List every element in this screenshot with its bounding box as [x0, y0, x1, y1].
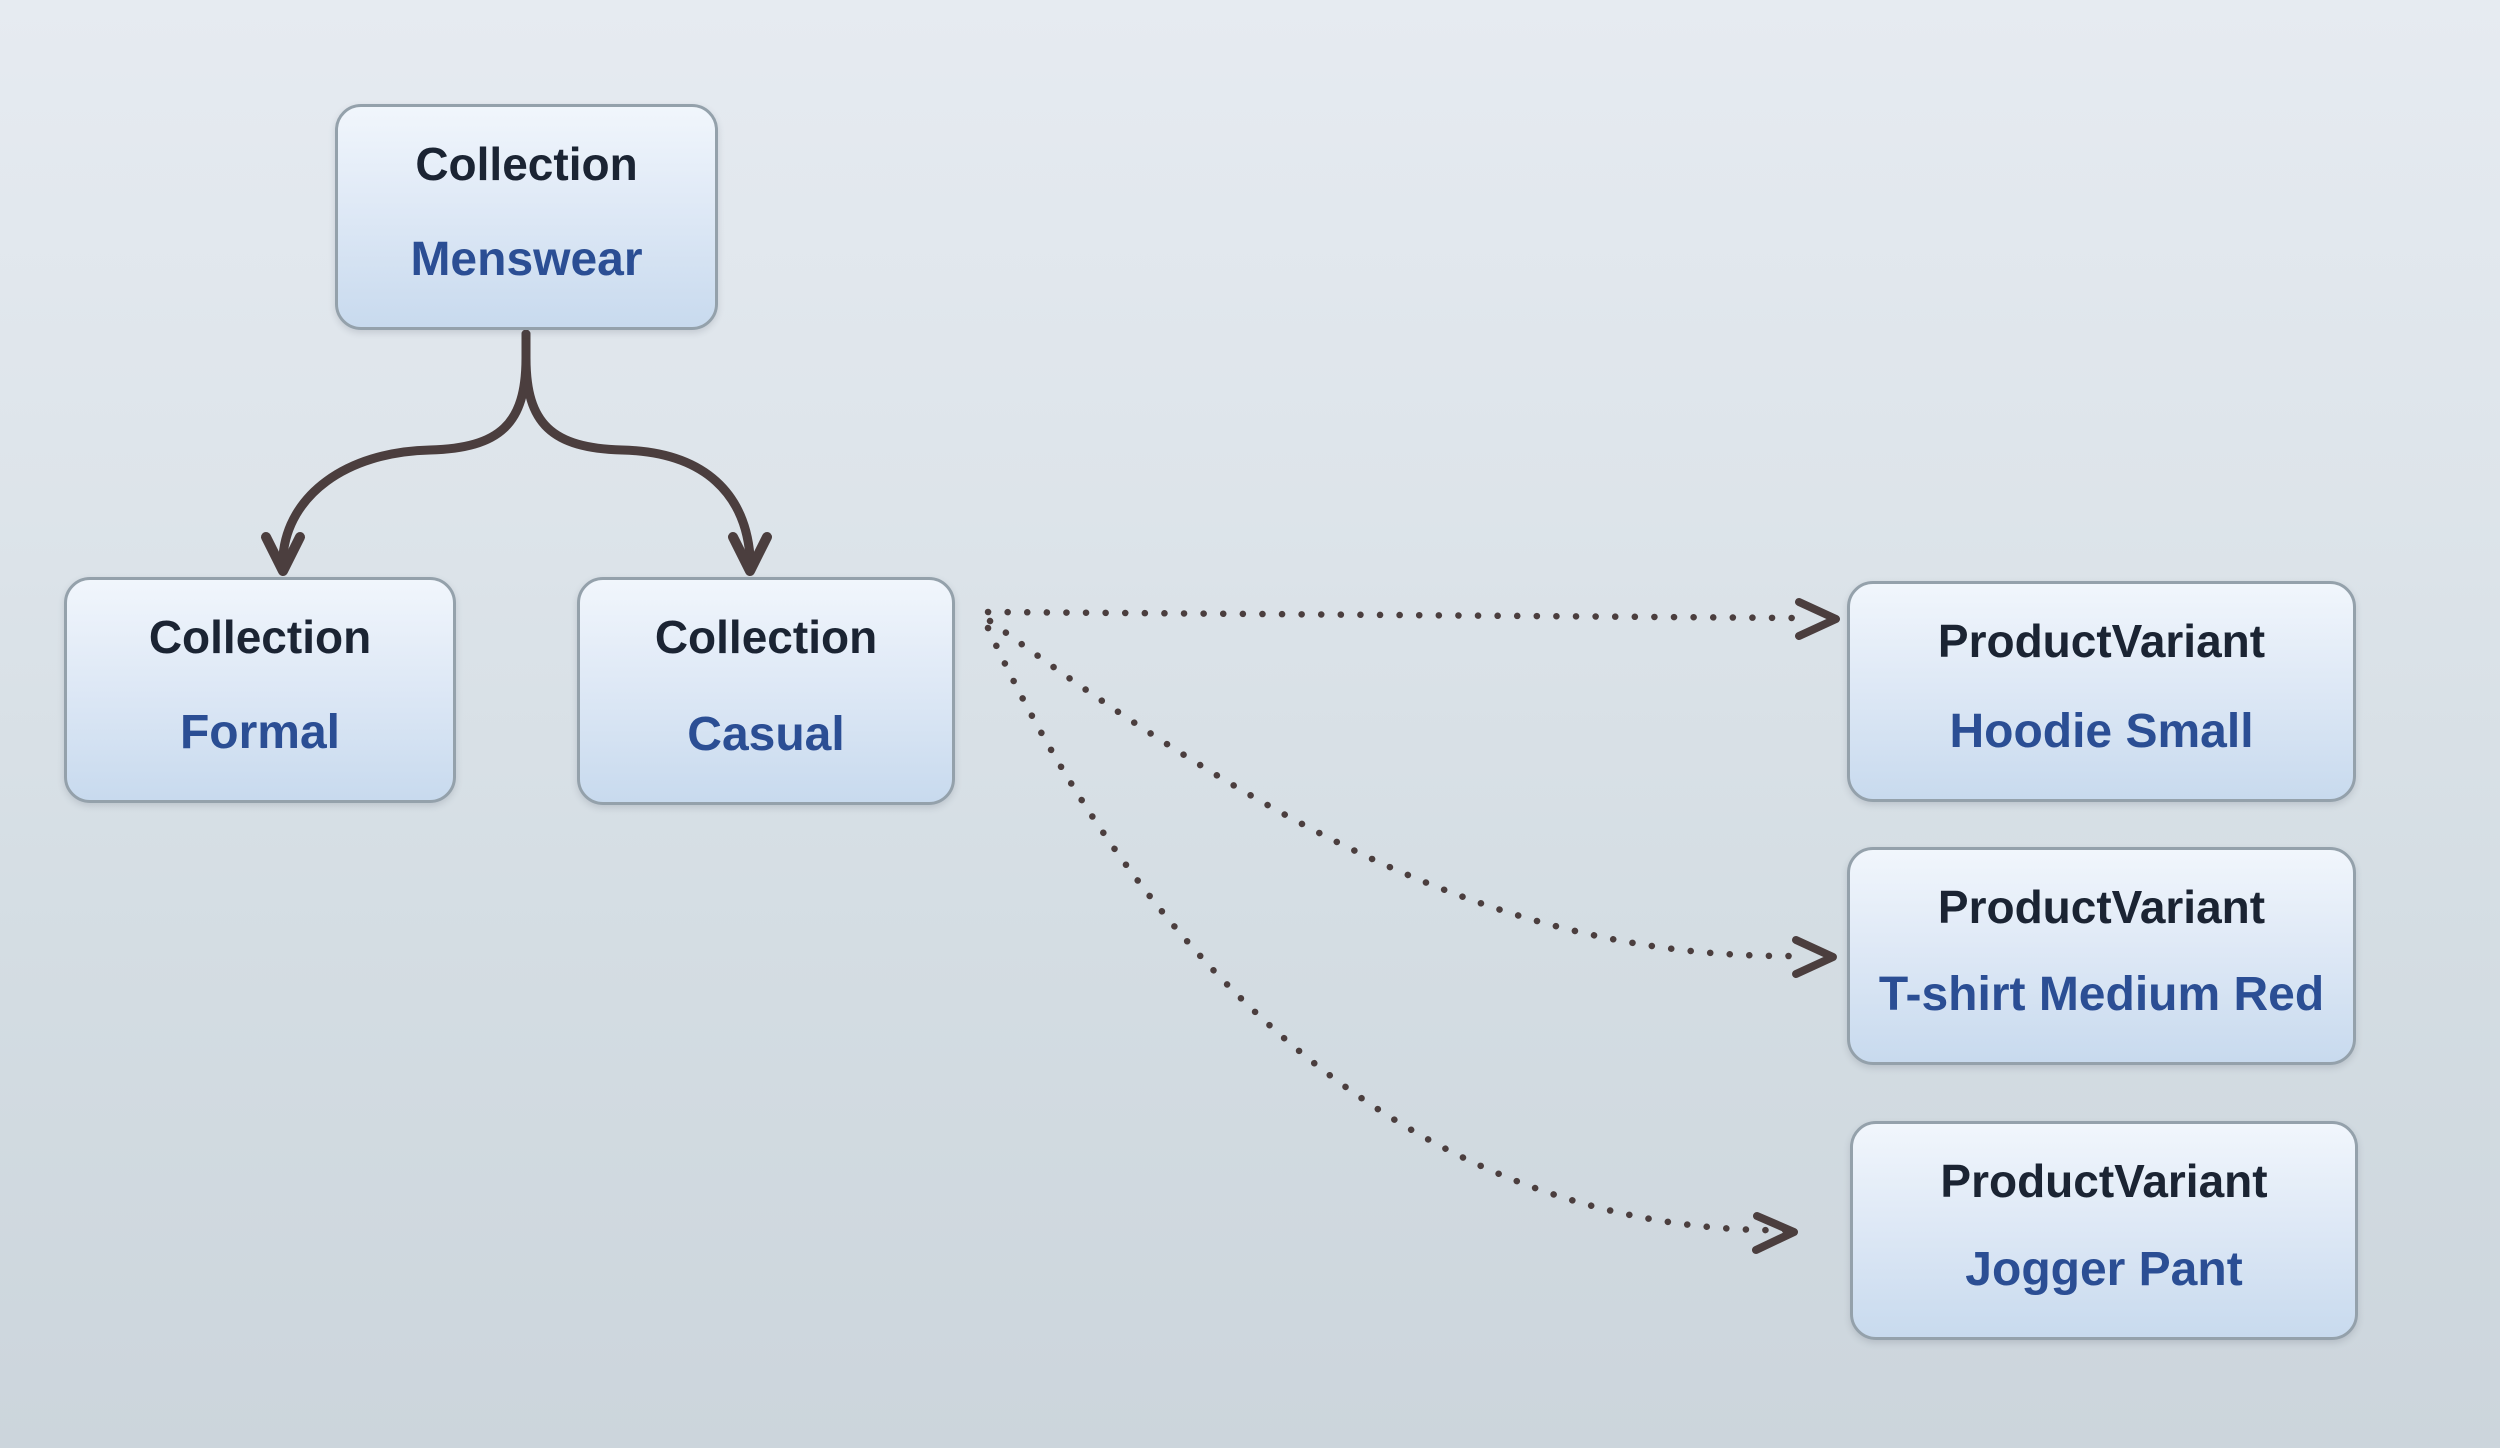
node-name-label: Jogger Pant [1965, 1243, 2243, 1297]
node-type-label: Collection [148, 611, 372, 663]
node-collection-menswear: Collection Menswear [335, 104, 718, 330]
node-type-label: Collection [654, 611, 878, 663]
edge-casual-tshirt [986, 617, 1796, 960]
node-collection-formal: Collection Formal [64, 577, 456, 803]
node-name-label: T-shirt Medium Red [1878, 968, 2325, 1022]
edge-casual-hoodie [984, 608, 1799, 622]
arrowhead-right-hoodie-icon [1795, 598, 1840, 640]
edge-casual-jogger [984, 624, 1798, 1234]
edge-menswear-formal [278, 329, 531, 561]
node-name-label: Hoodie Small [1949, 705, 2254, 759]
arrowhead-right-tshirt-icon [1792, 936, 1837, 978]
node-productvariant-jogger-pant: ProductVariant Jogger Pant [1850, 1121, 2358, 1340]
arrowhead-right-jogger-icon [1752, 1212, 1798, 1254]
node-name-label: Casual [687, 708, 845, 762]
node-name-label: Menswear [410, 233, 643, 287]
edge-menswear-casual [521, 329, 755, 561]
arrowhead-down-casual-icon [728, 532, 772, 576]
node-productvariant-hoodie-small: ProductVariant Hoodie Small [1847, 581, 2356, 802]
node-name-label: Formal [179, 706, 341, 760]
node-type-label: ProductVariant [1940, 1155, 2268, 1207]
node-type-label: Collection [415, 138, 638, 190]
node-collection-casual: Collection Casual [577, 577, 955, 805]
node-productvariant-tshirt-medium-red: ProductVariant T-shirt Medium Red [1847, 847, 2356, 1065]
arrowhead-down-formal-icon [261, 532, 305, 576]
node-type-label: ProductVariant [1937, 615, 2266, 667]
node-type-label: ProductVariant [1937, 881, 2266, 933]
